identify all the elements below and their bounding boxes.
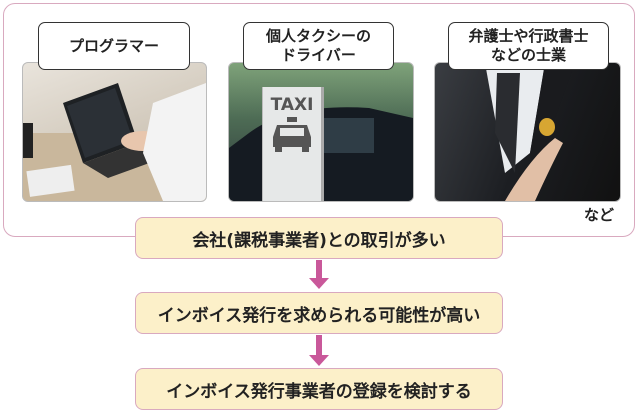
label-programmer: プログラマー xyxy=(38,22,190,70)
label-text-line-2: ドライバー xyxy=(281,46,356,64)
laptop-illustration xyxy=(23,83,206,201)
taxi-sign: TAXI xyxy=(262,87,324,201)
taxi-sign-text: TAXI xyxy=(270,95,314,115)
etc-label: など xyxy=(584,206,615,224)
down-arrow-icon xyxy=(309,335,329,367)
suit-badge-illustration xyxy=(485,63,575,201)
flow-step-text: インボイス発行を求められる可能性が高い xyxy=(157,305,481,326)
flow-step-text: 会社(課税事業者)との取引が多い xyxy=(192,230,446,251)
flow-step-1: 会社(課税事業者)との取引が多い xyxy=(135,217,503,259)
label-text-line-1: 弁護士や行政書士 xyxy=(468,27,589,45)
flow-step-text: インボイス発行事業者の登録を検討する xyxy=(166,381,472,402)
down-arrow-icon xyxy=(309,260,329,290)
label-text-line-2: などの士業 xyxy=(490,46,566,64)
programmer-photo xyxy=(22,62,207,202)
flow-step-3: インボイス発行事業者の登録を検討する xyxy=(135,368,503,410)
flow-step-2: インボイス発行を求められる可能性が高い xyxy=(135,292,503,334)
label-taxi-driver: 個人タクシーのドライバー xyxy=(243,22,394,70)
taxi-car-icon xyxy=(273,117,311,152)
taxi-photo: TAXI xyxy=(228,62,414,202)
label-professionals: 弁護士や行政書士などの士業 xyxy=(448,22,609,70)
professional-photo xyxy=(434,62,621,202)
label-text: プログラマー xyxy=(68,36,159,55)
label-text-line-1: 個人タクシーの xyxy=(265,27,371,45)
